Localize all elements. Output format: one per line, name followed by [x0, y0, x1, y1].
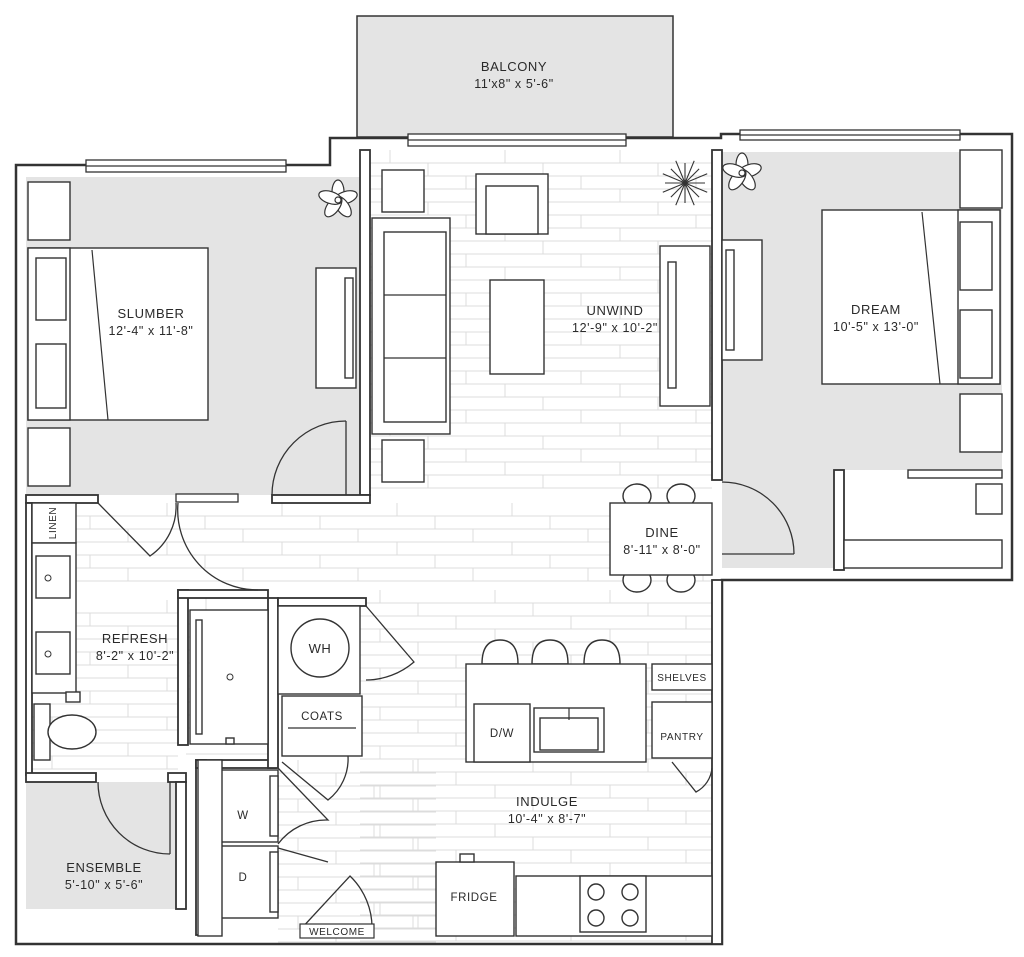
stove-icon [579, 875, 647, 933]
windows [85, 129, 961, 173]
ensemble-name: ENSEMBLE [66, 860, 142, 875]
sink-icon [533, 707, 605, 753]
dine-furniture [609, 483, 713, 593]
welcome-mat [299, 923, 375, 939]
plant-icon [662, 160, 708, 206]
indulge-name: INDULGE [516, 794, 578, 809]
balcony-area [356, 15, 674, 138]
balcony-dims: 11'x8" x 5'-6" [474, 77, 554, 91]
balcony-name: BALCONY [481, 59, 547, 74]
plant-icon [318, 179, 358, 218]
dine-name: DINE [645, 525, 678, 540]
dream-dims: 10'-5" x 13'-0" [833, 320, 919, 334]
pantry-label: PANTRY [660, 732, 703, 743]
coats-label: COATS [301, 711, 343, 723]
laundry-fixtures [197, 759, 279, 937]
linen-label: LINEN [48, 507, 59, 539]
toilet-icon [33, 703, 97, 761]
unwind-name: UNWIND [586, 303, 643, 318]
dream-name: DREAM [851, 302, 901, 317]
fridge-label: FRIDGE [450, 892, 497, 904]
ensemble-floor [26, 782, 186, 909]
wh-label: WH [309, 641, 332, 656]
dine-dims: 8'-11" x 8'-0" [623, 543, 700, 557]
room-labels: BALCONY 11'x8" x 5'-6" SLUMBER 12'-4" x … [48, 59, 919, 938]
refresh-fixtures [31, 502, 269, 761]
shelves-label: SHELVES [657, 673, 707, 684]
dream-furniture [721, 149, 1003, 569]
washer-label: W [237, 810, 248, 822]
unwind-furniture [371, 169, 711, 483]
welcome-label: WELCOME [309, 927, 365, 938]
indulge-dims: 10'-4" x 8'-7" [508, 812, 586, 826]
doors [97, 420, 795, 931]
refresh-dims: 8'-2" x 10'-2" [96, 649, 174, 663]
ensemble-dims: 5'-10" x 5'-6" [65, 878, 143, 892]
closet-fixtures [277, 605, 363, 757]
dw-label: D/W [490, 728, 514, 740]
slumber-dims: 12'-4" x 11'-8" [109, 324, 194, 338]
dryer-label: D [239, 872, 248, 884]
slumber-name: SLUMBER [117, 306, 184, 321]
refresh-name: REFRESH [102, 631, 168, 646]
slumber-furniture [27, 181, 357, 487]
plant-icon [722, 152, 762, 191]
kitchen-furniture [435, 639, 713, 937]
unwind-dims: 12'-9" x 10'-2" [572, 321, 658, 335]
